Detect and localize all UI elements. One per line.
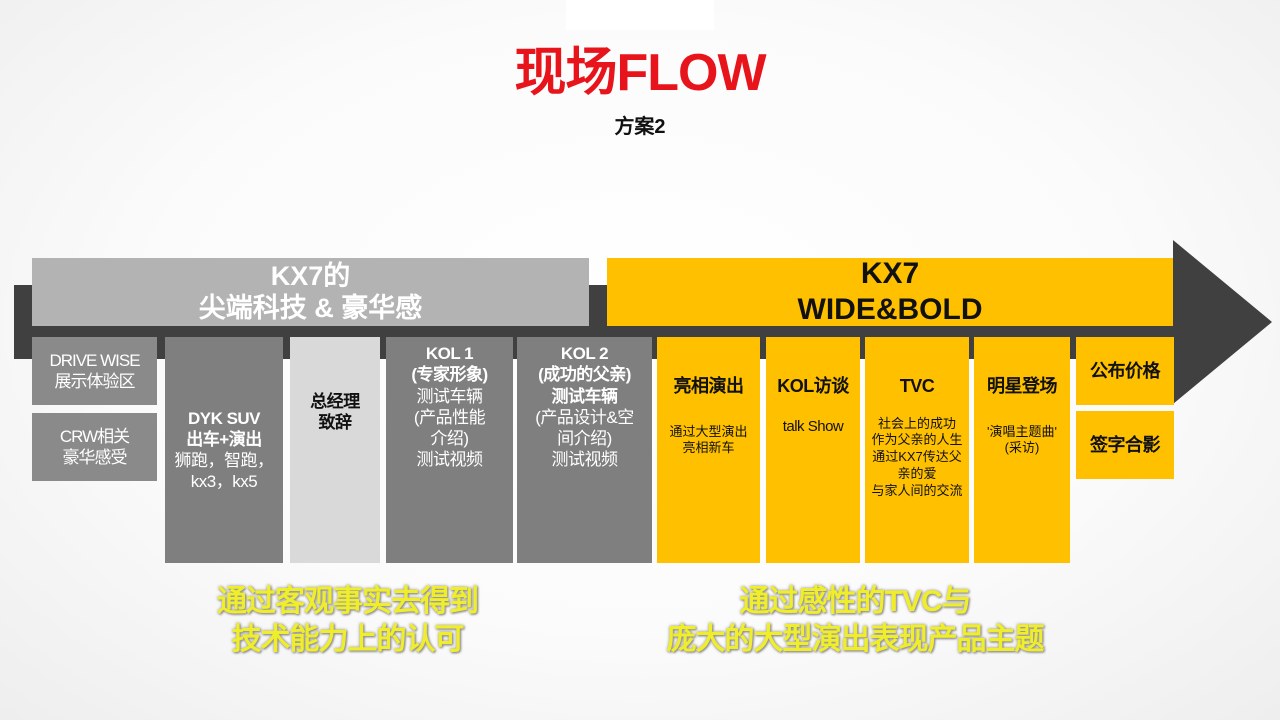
kol2-head3: 测试车辆 [551, 386, 619, 406]
page-subtitle: 方案2 [614, 116, 666, 138]
banner-left-line2: 尖端科技 & 豪华感 [198, 293, 423, 323]
kol2-head2: (成功的父亲) [538, 365, 631, 385]
tvc-body3: 通过KX7传达父 [872, 449, 962, 465]
kol1-body2: (产品性能 [413, 407, 486, 427]
caption-left: 通过客观事实去得到 技术能力上的认可 [160, 583, 535, 658]
top-tab-decoration [566, 0, 714, 30]
tvc-head: TVC [899, 376, 935, 396]
show-head: 亮相演出 [673, 376, 745, 396]
sign-box: 签字合影 [1076, 411, 1174, 479]
kol1-head2: (专家形象) [411, 365, 488, 385]
sign-label: 签字合影 [1090, 434, 1161, 455]
star-head: 明星登场 [987, 376, 1058, 396]
kol2-body1: (产品设计&空 [535, 407, 634, 427]
caption-left-line1: 通过客观事实去得到 [217, 585, 479, 618]
kol2-box: KOL 2 (成功的父亲) 测试车辆 (产品设计&空 间介绍) 测试视频 [517, 337, 652, 563]
kol2-body2: 间介绍) [557, 429, 612, 448]
banner-right-line1: KX7 [860, 257, 920, 290]
crw-line2: 豪华感受 [62, 448, 128, 467]
dyk-body1: 狮跑，智跑， [174, 451, 275, 470]
gm-line1: 总经理 [310, 392, 360, 411]
banner-tech-luxury: KX7的 尖端科技 & 豪华感 [32, 258, 589, 326]
show-box: 亮相演出 通过大型演出 亮相新车 [657, 337, 760, 563]
tvc-body5: 与家人间的交流 [871, 483, 963, 499]
banner-left-line1: KX7的 [270, 260, 351, 291]
drive-wise-line2: 展示体验区 [54, 372, 136, 391]
star-box: 明星登场 '演唱主题曲' (采访) [974, 337, 1070, 563]
kol2-body3: 测试视频 [551, 450, 619, 470]
kol-talk-box: KOL访谈 talk Show [766, 337, 860, 563]
kol1-body3: 介绍) [430, 429, 469, 448]
caption-right-line2: 庞大的大型演出表现产品主题 [666, 622, 1045, 656]
gm-line2: 致辞 [318, 413, 353, 433]
tvc-body4: 亲的爱 [897, 466, 937, 482]
drive-wise-line1: DRIVE WISE [49, 350, 140, 370]
dyk-body2: kx3，kx5 [190, 472, 258, 492]
kol1-body1: 测试车辆 [416, 386, 484, 406]
tvc-body2: 作为父亲的人生 [871, 432, 963, 448]
caption-right: 通过感性的TVC与 庞大的大型演出表现产品主题 [620, 583, 1090, 658]
dyk-suv-box: DYK SUV 出车+演出 狮跑，智跑， kx3，kx5 [165, 337, 283, 563]
banner-wide-bold: KX7 WIDE&BOLD [607, 257, 1173, 326]
price-label: 公布价格 [1090, 360, 1161, 381]
crw-line1: CRW相关 [59, 426, 130, 446]
star-body2: (采访) [1004, 440, 1040, 456]
tvc-box: TVC 社会上的成功 作为父亲的人生 通过KX7传达父 亲的爱 与家人间的交流 [865, 337, 969, 563]
kol2-head1: KOL 2 [560, 344, 609, 363]
show-body2: 亮相新车 [682, 440, 735, 456]
kol1-body4: 测试视频 [416, 450, 484, 470]
star-body1: '演唱主题曲' [987, 423, 1057, 439]
drive-wise-box: DRIVE WISE 展示体验区 [32, 337, 157, 405]
crw-box: CRW相关 豪华感受 [32, 413, 157, 481]
kol-talk-head: KOL访谈 [777, 376, 849, 396]
arrow-head [1173, 240, 1272, 404]
kol-talk-body: talk Show [782, 417, 844, 435]
price-box: 公布价格 [1076, 337, 1174, 405]
dyk-head1: DYK SUV [187, 408, 261, 428]
banner-right-line2: WIDE&BOLD [797, 293, 983, 326]
kol1-head1: KOL 1 [425, 344, 474, 363]
kol1-box: KOL 1 (专家形象) 测试车辆 (产品性能 介绍) 测试视频 [386, 337, 513, 563]
show-body1: 通过大型演出 [669, 423, 748, 439]
tvc-body1: 社会上的成功 [877, 415, 956, 431]
dyk-head2: 出车+演出 [186, 429, 262, 449]
caption-left-line2: 技术能力上的认可 [231, 622, 465, 656]
page-title: 现场FLOW [514, 44, 766, 102]
gm-speech-box: 总经理 致辞 [290, 337, 380, 563]
caption-right-line1: 通过感性的TVC与 [739, 585, 972, 618]
